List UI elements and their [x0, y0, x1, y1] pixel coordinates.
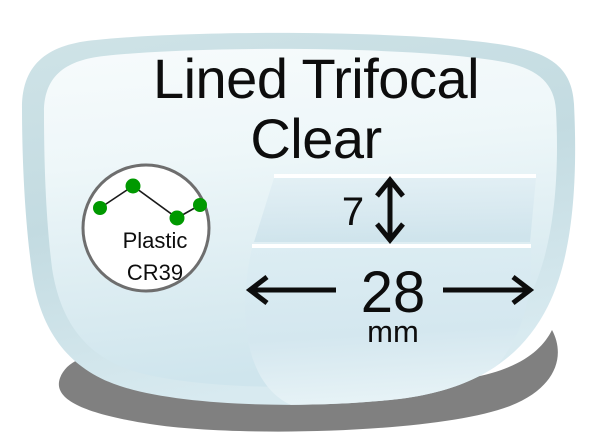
intermediate-segment	[254, 174, 536, 242]
badge-material-line1: Plastic	[123, 228, 188, 253]
vertical-double-arrow-icon	[375, 176, 405, 244]
near-width-unit: mm	[367, 314, 419, 349]
badge-circle	[81, 163, 211, 293]
right-arrow-icon	[443, 275, 535, 305]
product-title: Lined Trifocal Clear	[153, 47, 480, 170]
near-width-dimension: 28 mm	[245, 260, 535, 349]
badge-material-line2: CR39	[127, 260, 183, 285]
product-title-line1: Lined Trifocal	[153, 47, 479, 110]
product-title-line2: Clear	[250, 107, 381, 170]
near-width-value: 28	[361, 260, 426, 325]
left-arrow-icon	[245, 275, 336, 305]
green-polyline-chart-icon	[93, 178, 207, 226]
material-badge: Plastic CR39	[81, 163, 211, 293]
intermediate-height-dimension: 7	[342, 176, 405, 244]
intermediate-height-value: 7	[342, 190, 364, 234]
